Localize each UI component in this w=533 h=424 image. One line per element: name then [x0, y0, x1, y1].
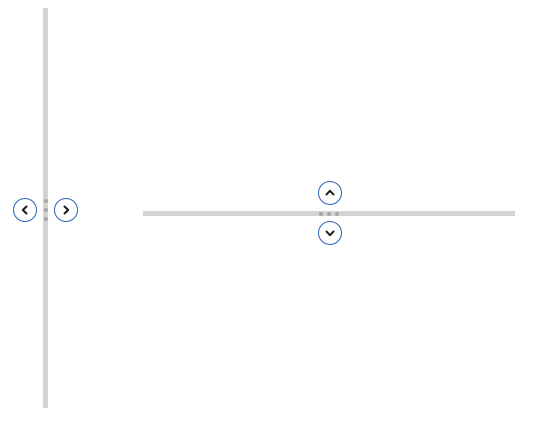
chevron-left-icon [21, 205, 28, 215]
expand-right-button[interactable] [54, 198, 78, 222]
grip-dot [43, 217, 48, 221]
grip-dot [43, 208, 48, 212]
collapse-left-button[interactable] [13, 198, 37, 222]
chevron-up-icon [325, 189, 335, 196]
grip-dot [319, 211, 323, 216]
horizontal-splitter-grip[interactable] [316, 211, 342, 216]
grip-dot [327, 211, 331, 216]
grip-dot [335, 211, 339, 216]
expand-down-button[interactable] [318, 221, 342, 245]
chevron-down-icon [325, 230, 335, 237]
collapse-up-button[interactable] [318, 181, 342, 205]
chevron-right-icon [63, 205, 70, 215]
grip-dot [43, 199, 48, 203]
vertical-splitter-grip[interactable] [43, 197, 48, 223]
